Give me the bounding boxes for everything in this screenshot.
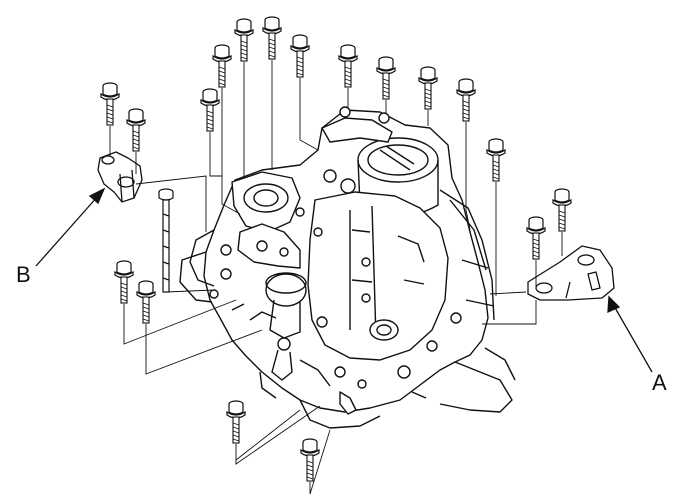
bolt xyxy=(126,108,146,152)
long-stud-bolt xyxy=(158,188,174,293)
arrow-a-head xyxy=(607,295,621,314)
leader-lines xyxy=(109,60,563,495)
bolt xyxy=(526,216,546,260)
bolt xyxy=(200,88,220,132)
bolt xyxy=(456,78,476,122)
bolt xyxy=(136,280,156,324)
callout-arrows xyxy=(35,187,653,373)
arrow-b-line xyxy=(35,195,99,267)
callout-label-b: B xyxy=(16,262,31,287)
bolt xyxy=(376,56,396,100)
bolt xyxy=(290,34,310,78)
callout-label-a: A xyxy=(652,370,667,395)
bolt xyxy=(100,82,120,126)
bracket-a xyxy=(527,245,615,301)
bolt xyxy=(552,188,572,232)
transmission-housing xyxy=(179,106,516,429)
bolt xyxy=(418,66,438,110)
bracket-b xyxy=(97,151,143,203)
arrow-b-head xyxy=(88,187,106,205)
bolt xyxy=(262,16,282,60)
bolt xyxy=(114,260,134,304)
bolt xyxy=(486,138,506,182)
bolt xyxy=(338,44,358,88)
arrow-a-line xyxy=(613,305,653,373)
bolt xyxy=(234,18,254,62)
bolt xyxy=(226,400,246,444)
bolt xyxy=(212,44,232,88)
